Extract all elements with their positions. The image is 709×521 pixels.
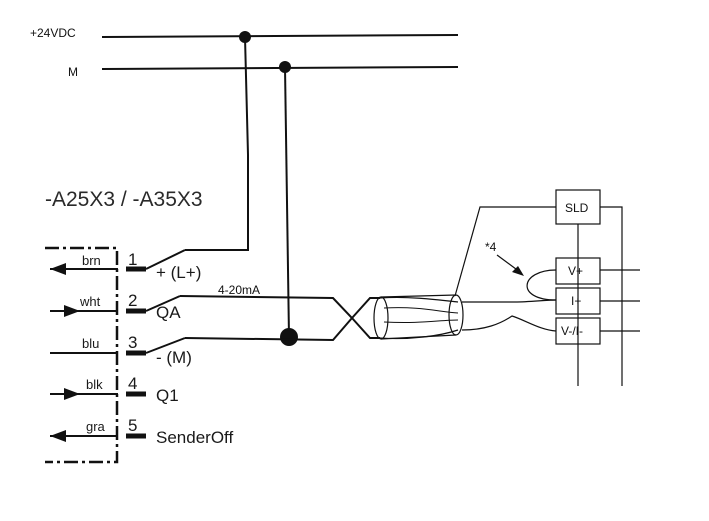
sensor-title: -A25X3 / -A35X3 <box>45 188 203 211</box>
shielded-cable <box>373 294 464 340</box>
pin-number-3: 3 <box>128 333 137 352</box>
shield-drain-wire <box>454 206 556 297</box>
pin-number-4: 4 <box>128 374 137 393</box>
pin-row-1: brn 1 + (L+) <box>50 249 201 282</box>
wire-color-wht: wht <box>79 294 101 309</box>
pin-signal-1: + (L+) <box>156 263 201 282</box>
note-arrowhead <box>512 266 524 276</box>
pin-signal-5: SenderOff <box>156 428 233 447</box>
terminal-sld-label: SLD <box>565 201 589 215</box>
wire-plus-drop <box>185 36 249 251</box>
note-marker: *4 <box>485 240 497 254</box>
cable-to-iplus <box>462 299 557 303</box>
connector-outline <box>45 246 119 464</box>
wire-color-gra: gra <box>86 419 106 434</box>
terminal-iplus-label: I+ <box>571 294 581 308</box>
supply-minus-label: M <box>68 65 78 79</box>
pin-row-3: blu 3 - (M) <box>50 333 192 367</box>
pin-signal-3: - (M) <box>156 348 192 367</box>
pin-number-1: 1 <box>128 250 137 269</box>
supply-plus-label: +24VDC <box>30 26 76 40</box>
wire-color-blu: blu <box>82 336 99 351</box>
terminal-vminus-label: V-/I- <box>561 324 583 338</box>
signal-current-label: 4-20mA <box>218 283 260 297</box>
module-bus-right <box>600 206 623 386</box>
wire-color-brn: brn <box>82 253 101 268</box>
pin-signal-4: Q1 <box>156 386 179 405</box>
pin-row-2: wht 2 QA <box>50 291 181 322</box>
pin-row-5: gra 5 SenderOff <box>50 416 233 447</box>
jumper-loop <box>526 269 557 301</box>
cable-to-vminus <box>461 315 557 332</box>
wire-signal <box>179 295 380 339</box>
rail-24vdc <box>101 34 459 38</box>
pin-number-2: 2 <box>128 291 137 310</box>
wire-color-blk: blk <box>86 377 103 392</box>
terminal-vplus-label: V+ <box>568 264 583 278</box>
junction-dot-m-lower <box>280 328 298 346</box>
pin-signal-2: QA <box>156 303 181 322</box>
wire-return <box>184 297 380 342</box>
terminal-sld: SLD <box>555 189 601 225</box>
pin-number-5: 5 <box>128 416 137 435</box>
wire-m-drop <box>284 66 290 338</box>
pin-row-4: blk 4 Q1 <box>50 374 179 405</box>
